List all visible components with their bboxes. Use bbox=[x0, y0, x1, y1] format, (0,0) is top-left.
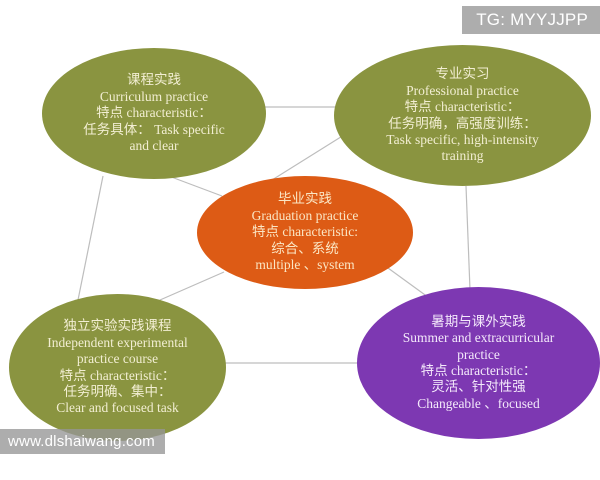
connector-professional-to-summer bbox=[465, 185, 471, 291]
node-graduation-practice-label: 毕业实践 Graduation practice 特点 characterist… bbox=[251, 191, 359, 273]
node-summer-extracurricular-practice-label: 暑期与课外实践 Summer and extracurricular pract… bbox=[402, 313, 555, 411]
node-graduation-practice[interactable]: 毕业实践 Graduation practice 特点 characterist… bbox=[197, 176, 413, 289]
node-independent-experimental-practice-course-label: 独立实验实践课程 Independent experimental practi… bbox=[47, 318, 188, 416]
watermark-bottom-left: www.dlshaiwang.com bbox=[0, 429, 165, 454]
node-professional-practice-label: 专业实习 Professional practice 特点 characteri… bbox=[386, 66, 539, 164]
connector-center-to-professional bbox=[271, 129, 353, 181]
watermark-top-right-text: TG: MYYJJPP bbox=[476, 10, 588, 29]
node-independent-experimental-practice-course[interactable]: 独立实验实践课程 Independent experimental practi… bbox=[9, 294, 226, 441]
watermark-top-right: TG: MYYJJPP bbox=[462, 6, 600, 34]
node-summer-extracurricular-practice[interactable]: 暑期与课外实践 Summer and extracurricular pract… bbox=[357, 287, 600, 439]
connector-center-to-independent bbox=[159, 271, 225, 301]
watermark-bottom-left-text: www.dlshaiwang.com bbox=[8, 433, 155, 450]
connector-curriculum-to-independent bbox=[77, 175, 104, 301]
node-curriculum-practice-label: 课程实践 Curriculum practice 特点 characterist… bbox=[83, 72, 225, 154]
node-professional-practice[interactable]: 专业实习 Professional practice 特点 characteri… bbox=[334, 45, 591, 186]
node-curriculum-practice[interactable]: 课程实践 Curriculum practice 特点 characterist… bbox=[42, 48, 266, 179]
